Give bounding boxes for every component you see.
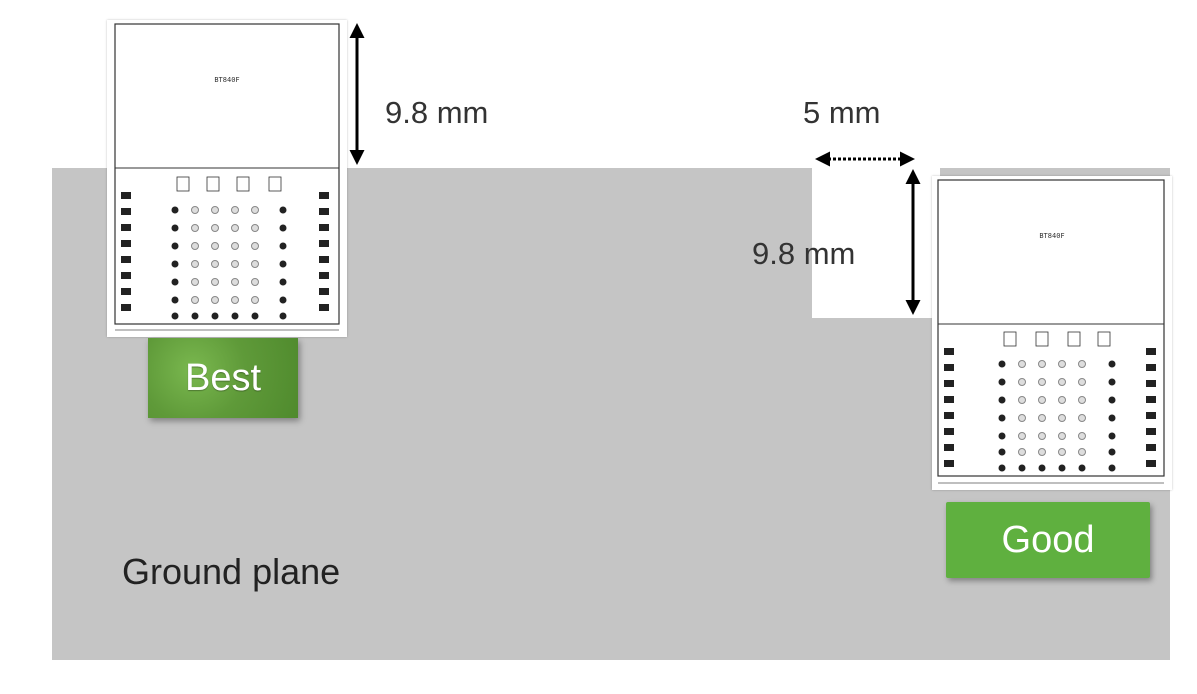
rating-good-badge: Good: [946, 502, 1150, 578]
module-drawing-best: BT840F: [114, 23, 340, 331]
module-chip-label: BT840F: [214, 76, 239, 84]
rating-best-badge: Best: [148, 338, 298, 418]
ground-plane-label: Ground plane: [122, 551, 341, 592]
height-label-right: 9.8 mm: [752, 236, 856, 271]
module-chip-label: BT840F: [1039, 232, 1064, 240]
height-label-left: 9.8 mm: [385, 95, 489, 130]
gap-label: 5 mm: [803, 95, 881, 130]
module-best-placement: BT840F: [107, 20, 347, 337]
module-good-placement: BT840F: [932, 176, 1172, 490]
module-drawing-good: BT840F: [937, 179, 1165, 484]
